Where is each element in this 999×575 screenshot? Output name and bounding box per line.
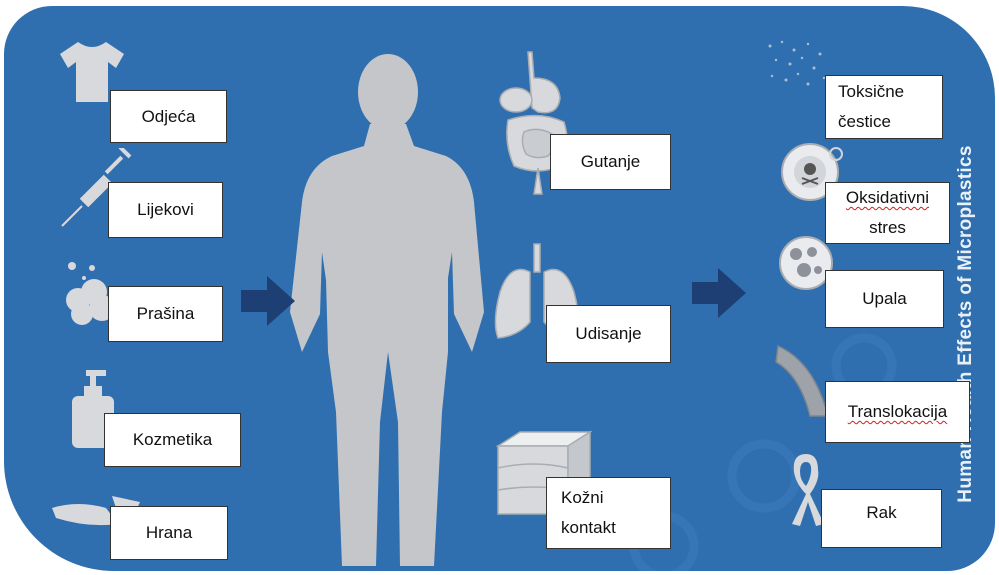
source-label: Prašina (136, 304, 195, 323)
side-title: Human Health Effects of Microplastics (955, 145, 976, 503)
source-label: Kozmetika (132, 430, 213, 449)
source-box-medicines: Lijekovi (108, 182, 223, 238)
particles-icon (768, 40, 826, 86)
arrow-right-1 (241, 276, 295, 326)
effect-label-line2: čestice (838, 112, 891, 131)
person-silhouette (290, 54, 484, 566)
route-box-ingestion: Gutanje (550, 134, 671, 190)
awareness-ribbon-icon (792, 454, 824, 526)
source-label: Hrana (145, 523, 193, 542)
effect-label-line2: stres (869, 218, 906, 237)
effect-box-toxic-particles: Toksične čestice (825, 75, 943, 139)
source-label: Lijekovi (137, 200, 194, 219)
effect-box-cancer: Rak (821, 489, 942, 548)
route-label: Gutanje (580, 152, 641, 171)
effect-label-line1: Toksične (838, 82, 905, 101)
route-label-line2: kontakt (561, 518, 616, 537)
source-box-food: Hrana (110, 506, 228, 560)
t-shirt-icon (60, 42, 124, 102)
syringe-icon (61, 148, 132, 227)
source-box-clothing: Odjeća (110, 90, 227, 143)
route-box-inhalation: Udisanje (546, 305, 671, 363)
route-label: Udisanje (575, 324, 642, 343)
toxic-cell-icon (781, 143, 843, 201)
effect-box-oxidative-stress: Oksidativni stres (825, 182, 950, 244)
route-box-skin-contact: Kožni kontakt (546, 477, 671, 549)
effect-label: Upala (862, 289, 907, 308)
arrow-right-2 (692, 268, 746, 318)
tissue-icon (775, 344, 829, 417)
source-box-cosmetics: Kozmetika (104, 413, 241, 467)
effect-label: Rak (866, 503, 897, 522)
lotion-bottle-icon (72, 370, 114, 448)
effect-box-inflammation: Upala (825, 270, 944, 328)
route-label-line1: Kožni (561, 488, 604, 507)
effect-box-translocation: Translokacija (825, 381, 970, 443)
source-label: Odjeća (141, 106, 196, 126)
inflamed-cell-icon (779, 236, 833, 290)
effect-label: Translokacija (847, 402, 948, 421)
effect-label-line1: Oksidativni (845, 188, 930, 207)
source-box-dust: Prašina (108, 286, 223, 342)
